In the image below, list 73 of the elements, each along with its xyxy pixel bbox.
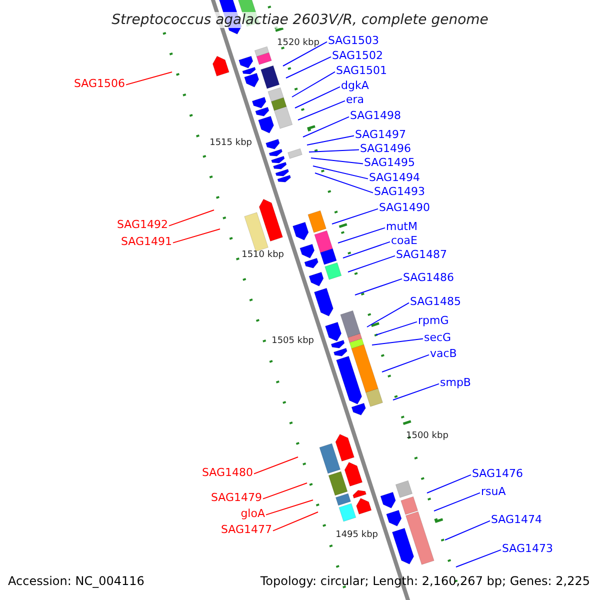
leader-line	[366, 302, 410, 328]
leader-line	[282, 41, 328, 66]
gene-label: era	[346, 93, 364, 106]
gene-label: mutM	[386, 220, 418, 233]
gene-label: SAG1490	[379, 201, 430, 214]
gene-label: rsuA	[481, 485, 506, 498]
gene-label: SAG1480	[202, 466, 253, 479]
gene-label: coaE	[391, 234, 418, 247]
gene-label: vacB	[430, 347, 457, 360]
scale-label: 1505 kbp	[272, 336, 314, 347]
leader-line	[272, 512, 318, 532]
leader-line	[306, 135, 354, 146]
title: Streptococcus agalactiae 2603V/R, complete genome	[112, 12, 488, 28]
leader-line	[348, 255, 396, 272]
gene-label: SAG1473	[502, 542, 554, 555]
leader-line	[302, 116, 350, 138]
gene-label: SAG1496	[360, 142, 412, 155]
gene-label: SAG1485	[410, 295, 462, 308]
leader-line	[426, 474, 472, 494]
gene-label: SAG1476	[472, 467, 524, 480]
leader-line	[308, 149, 360, 152]
leader-line	[294, 86, 340, 108]
gene-label: SAG1491	[120, 235, 172, 248]
leader-line	[456, 549, 502, 568]
leader-line	[354, 278, 402, 296]
leader-line	[266, 500, 314, 516]
scale-label: 1520 kbp	[277, 38, 320, 49]
gene-label: SAG1493	[374, 185, 426, 198]
leader-line	[168, 210, 214, 226]
leader-line	[376, 321, 418, 336]
gene-label: SAG1506	[74, 77, 125, 90]
leader-line	[312, 166, 368, 180]
leader-line	[392, 383, 440, 400]
leader-line	[286, 56, 332, 78]
scale-label: 1500 kbp	[406, 431, 448, 442]
gene-label: SAG1486	[403, 271, 454, 284]
leader-line	[126, 72, 172, 86]
leader-line	[332, 208, 378, 224]
gene-label: SAG1479	[210, 491, 262, 504]
gene-label: SAG1501	[336, 64, 388, 77]
gene-label: SAG1498	[350, 109, 402, 122]
gene-label: SAG1477	[220, 523, 272, 536]
gene-label: SAG1494	[369, 171, 420, 184]
scale-label: 1495 kbp	[336, 530, 378, 541]
leader-line	[262, 482, 308, 500]
leader-line	[310, 158, 364, 164]
gene-label: SAG1474	[491, 513, 542, 526]
leader-line	[434, 492, 480, 512]
leader-line	[338, 227, 386, 244]
accession-text: Accession: NC_004116	[8, 574, 144, 589]
leader-line	[372, 338, 424, 346]
scale-label: 1510 kbp	[242, 250, 284, 261]
gene-label: dgkA	[341, 79, 369, 92]
gene-label: smpB	[440, 376, 471, 389]
gene-label: secG	[424, 331, 452, 344]
scale-label: 1515 kbp	[210, 138, 252, 149]
gene-label: SAG1492	[116, 218, 168, 231]
leader-line	[444, 520, 490, 540]
gene-label: gloA	[240, 507, 265, 520]
leader-line	[292, 71, 336, 98]
gene-label: SAG1502	[332, 49, 384, 62]
leader-line	[172, 228, 220, 244]
gene-label: rpmG	[418, 314, 449, 327]
leader-line	[314, 172, 374, 194]
leader-line	[254, 456, 298, 474]
gene-label: SAG1503	[328, 34, 380, 47]
gene-label: SAG1487	[396, 248, 448, 261]
leader-line	[382, 354, 430, 372]
leader-line	[342, 241, 390, 258]
gene-label: SAG1495	[364, 156, 416, 169]
leader-line	[298, 100, 346, 120]
genome-summary-text: Topology: circular; Length: 2,160,267 bp; Genes: 2,225	[260, 574, 590, 589]
gene-label: SAG1497	[355, 128, 406, 141]
